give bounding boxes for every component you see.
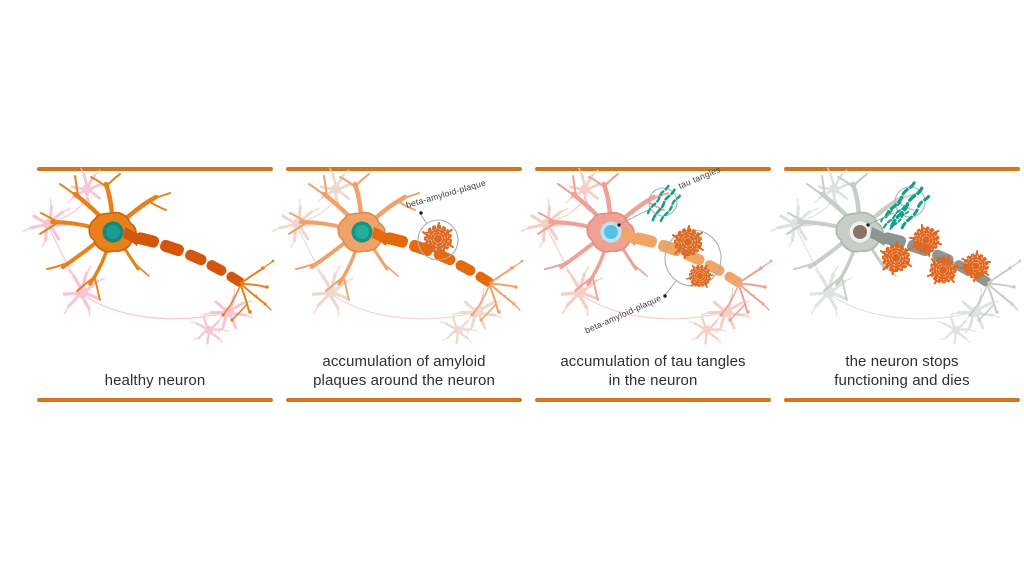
leader-line <box>420 214 428 225</box>
callout-circle <box>648 187 678 217</box>
leader-line <box>868 212 895 225</box>
healthy-neuron-illustration <box>37 172 273 342</box>
caption-line: accumulation of amyloid <box>322 353 486 370</box>
caption-line: functioning and dies <box>834 371 970 389</box>
top-divider <box>37 167 273 171</box>
leader-dot <box>663 294 667 298</box>
bottom-divider <box>286 398 522 402</box>
panel-caption: accumulation of amyloid plaques around t… <box>286 342 522 398</box>
panel-amyloid-plaques: beta-amyloid-plaque accumulation of amyl… <box>286 167 522 402</box>
bottom-divider <box>784 398 1020 402</box>
caption-line: in the neuron <box>608 371 698 389</box>
leader-line <box>619 208 651 225</box>
panel-tau-tangles: tau tangles beta-amyloid-plaque accumula… <box>535 164 771 402</box>
tau-tangles-illustration: tau tangles beta-amyloid-plaque <box>535 164 771 342</box>
neuron-graphic <box>518 168 772 355</box>
neuron-graphic <box>269 168 523 355</box>
panel-healthy-neuron: healthy neuron <box>37 167 273 402</box>
neuron-degeneration-diagram: healthy neuron beta-amyloid-plaque accum… <box>37 164 1020 402</box>
leader-dot <box>419 211 423 215</box>
tau-tangles-callout <box>866 178 933 235</box>
neuron-graphic <box>20 168 274 355</box>
leader-dot <box>866 223 870 227</box>
bottom-divider <box>535 398 771 402</box>
amyloid-plaque-icon <box>420 221 456 257</box>
panel-caption: accumulation of tau tangles in the neuro… <box>535 342 771 398</box>
dying-neuron-illustration <box>784 172 1020 342</box>
callout-circle <box>417 219 459 261</box>
caption-line: healthy neuron <box>104 371 206 389</box>
panel-caption: the neuron stops functioning and dies <box>784 342 1020 398</box>
caption-line: the neuron stops <box>845 353 959 370</box>
caption-line: accumulation of tau tangles <box>560 353 746 370</box>
tau-tangles-callout: tau tangles <box>617 164 722 227</box>
leader-line <box>664 280 677 296</box>
caption-line: plaques around the neuron <box>313 371 495 389</box>
bottom-divider <box>37 398 273 402</box>
leader-dot <box>617 223 621 227</box>
top-divider <box>535 167 771 171</box>
top-divider <box>784 167 1020 171</box>
top-divider <box>286 167 522 171</box>
amyloid-plaques-illustration: beta-amyloid-plaque <box>286 172 522 342</box>
panel-neuron-death: the neuron stops functioning and dies <box>784 167 1020 402</box>
panel-caption: healthy neuron <box>37 342 273 398</box>
